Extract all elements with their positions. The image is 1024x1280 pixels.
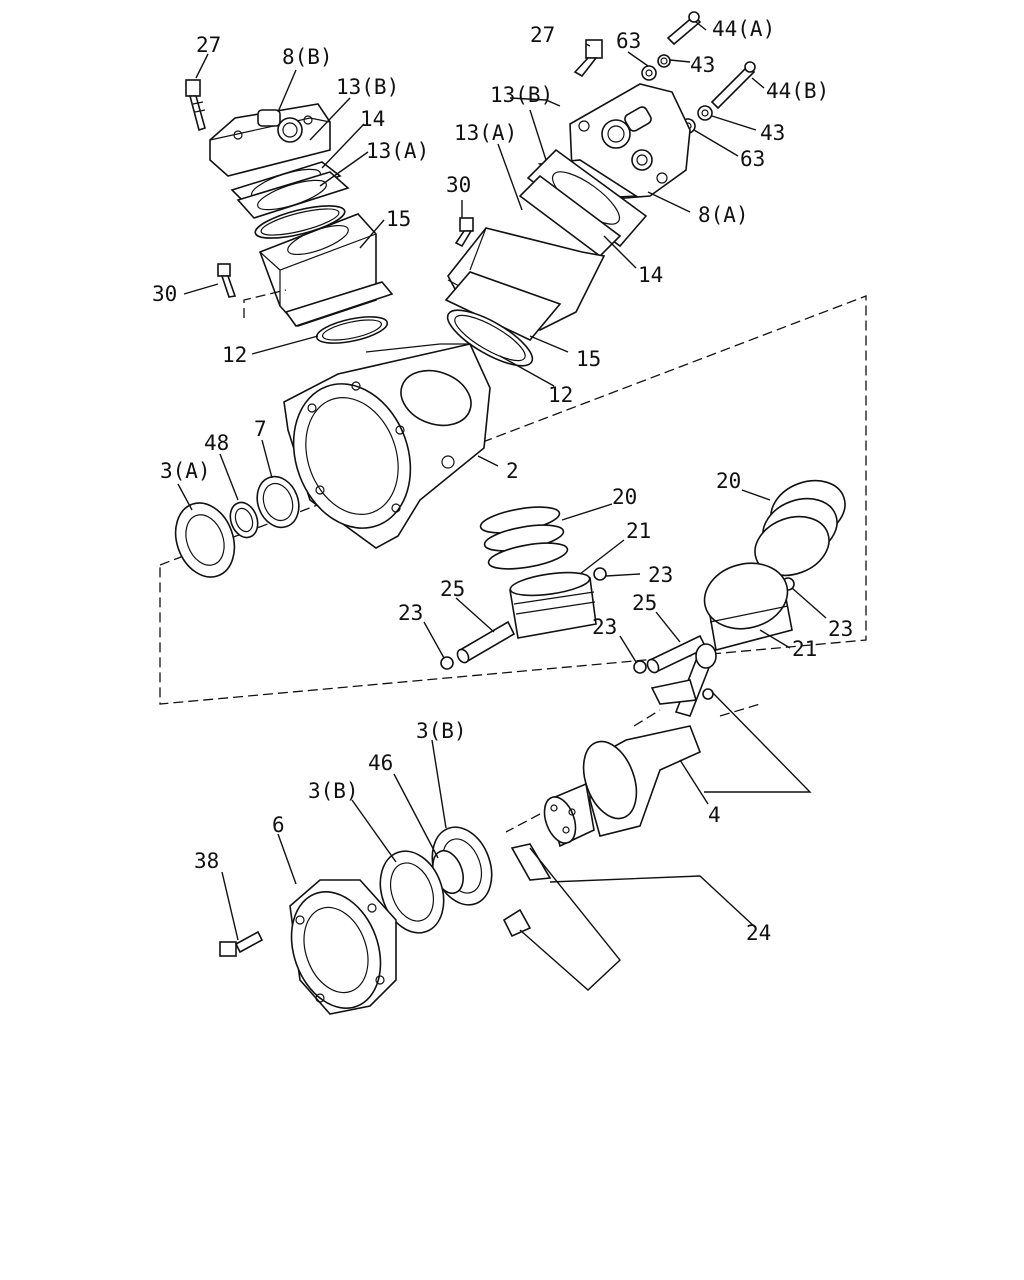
clip-23d — [633, 660, 647, 674]
connecting-rod — [650, 643, 717, 717]
label-24: 24 — [746, 921, 771, 945]
label-14-right: 14 — [638, 263, 663, 287]
gasket-stack-right — [518, 148, 648, 258]
label-3a: 3(A) — [160, 459, 211, 483]
label-44b: 44(B) — [766, 79, 829, 103]
cylinder-head-8b — [209, 103, 331, 177]
label-25-right: 25 — [632, 591, 657, 615]
pin-25a — [456, 620, 516, 664]
end-cover-6 — [289, 879, 397, 1015]
label-15-left: 15 — [386, 207, 411, 231]
ring-48 — [229, 501, 259, 539]
label-13a-right: 13(A) — [454, 121, 517, 145]
label-23-b: 23 — [398, 601, 423, 625]
label-13a-left: 13(A) — [366, 139, 429, 163]
oring-12-left — [315, 316, 389, 344]
fitting-44a — [666, 11, 702, 46]
clip-23a — [593, 567, 607, 581]
bolt-30-right — [454, 217, 474, 248]
label-12-left: 12 — [222, 343, 247, 367]
label-6: 6 — [272, 813, 285, 837]
label-43-lower: 43 — [760, 121, 785, 145]
label-3b-left: 3(B) — [308, 779, 359, 803]
label-8b: 8(B) — [282, 45, 333, 69]
label-63-lower: 63 — [740, 147, 765, 171]
label-21-left: 21 — [626, 519, 651, 543]
leader-lines — [177, 21, 827, 991]
label-48: 48 — [204, 431, 229, 455]
piston-rings-20-left — [479, 506, 569, 570]
crankcase-bolt-holes — [307, 381, 405, 513]
label-63-top: 63 — [616, 29, 641, 53]
label-46: 46 — [368, 751, 393, 775]
oring-12-right — [446, 309, 534, 367]
bolt-27-left — [185, 79, 206, 132]
label-21-right: 21 — [792, 637, 817, 661]
left-head-assembly — [185, 79, 394, 344]
callout-labels: 27 8(B) 13(B) 14 13(A) 15 30 12 27 63 44… — [152, 17, 853, 945]
label-23-c: 23 — [828, 617, 853, 641]
label-8a: 8(A) — [698, 203, 749, 227]
piston-rings-20-right — [754, 479, 846, 577]
label-20-left: 20 — [612, 485, 637, 509]
label-20-right: 20 — [716, 469, 741, 493]
label-25-left: 25 — [440, 577, 465, 601]
bolt-30-left — [217, 263, 237, 298]
fitting-44b — [710, 61, 756, 110]
label-23-d: 23 — [592, 615, 617, 639]
label-13b-left: 13(B) — [336, 75, 399, 99]
label-23-a: 23 — [648, 563, 673, 587]
bearing-3a — [174, 502, 236, 578]
label-4: 4 — [708, 803, 721, 827]
label-30-right: 30 — [446, 173, 471, 197]
label-12-right: 12 — [548, 383, 573, 407]
label-7: 7 — [254, 417, 267, 441]
oring-13a-left — [254, 205, 346, 239]
label-43-top: 43 — [690, 53, 715, 77]
label-2: 2 — [506, 459, 519, 483]
piston-21-left — [509, 571, 597, 639]
piston-21-right — [703, 562, 793, 651]
plate-14-left — [236, 171, 350, 219]
label-27-left: 27 — [196, 33, 221, 57]
label-38: 38 — [194, 849, 219, 873]
right-head-assembly — [444, 11, 756, 367]
bearing-3b-left — [379, 850, 445, 934]
label-15-right: 15 — [576, 347, 601, 371]
cylinder-15-right — [444, 227, 606, 341]
seal-7 — [256, 475, 300, 529]
bolt-38 — [219, 930, 264, 957]
label-27-right: 27 — [530, 23, 555, 47]
label-30-left: 30 — [152, 282, 177, 306]
cylinder-15-left — [258, 213, 394, 327]
crankcase-2 — [283, 343, 491, 549]
bolt-27-right — [573, 39, 603, 78]
crankshaft-4 — [543, 725, 702, 848]
clip-23b — [440, 656, 454, 670]
bearing-cap-24 — [502, 843, 552, 938]
label-44a: 44(A) — [712, 17, 775, 41]
label-14-left: 14 — [360, 107, 385, 131]
label-3b-top: 3(B) — [416, 719, 467, 743]
group-frame — [159, 295, 867, 705]
label-13b-right: 13(B) — [490, 83, 553, 107]
